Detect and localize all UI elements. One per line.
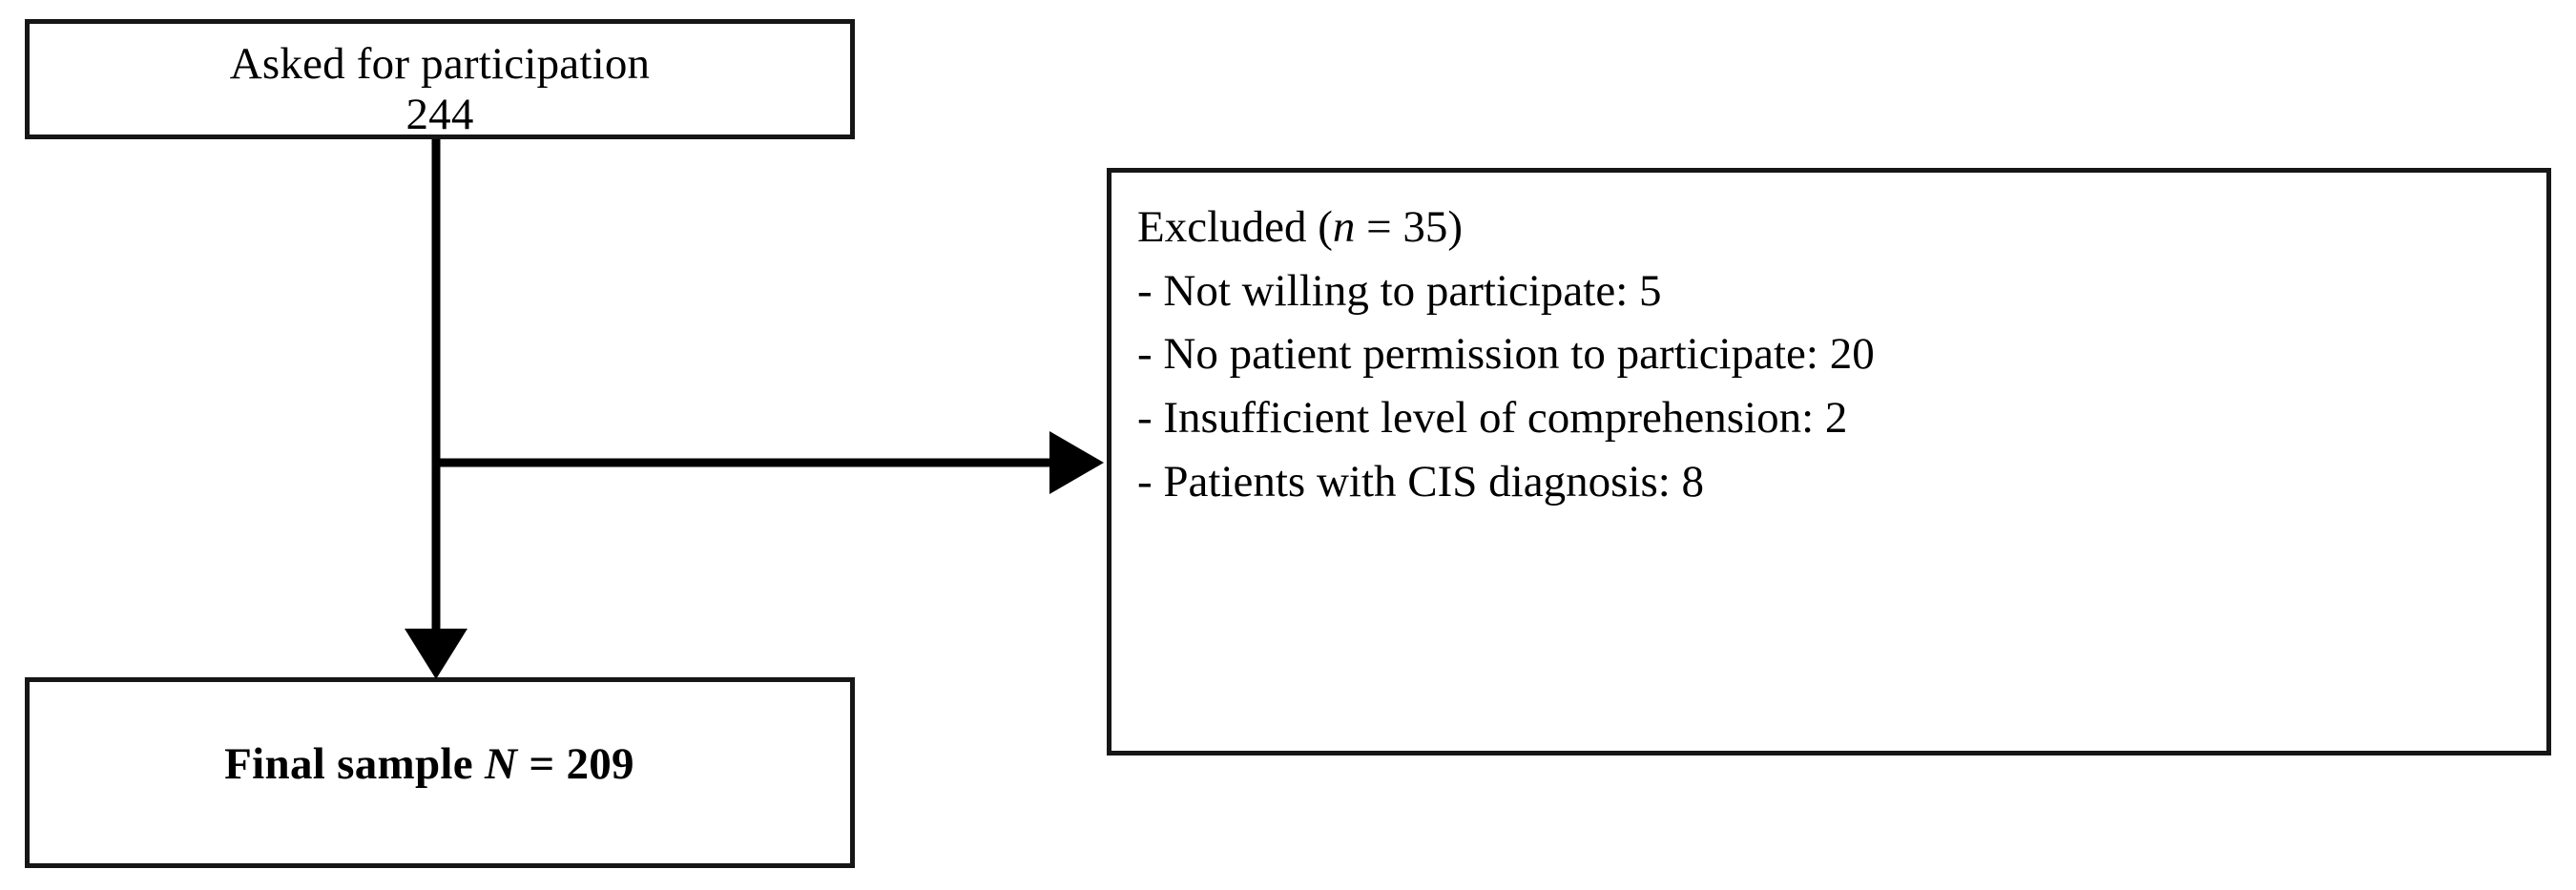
excluded-heading: Excluded (n = 35)	[1137, 196, 2535, 259]
node-final-sample: Final sample N = 209	[25, 677, 855, 868]
excluded-heading-symbol: n	[1332, 202, 1356, 252]
final-sample-symbol: N	[485, 739, 518, 789]
final-sample-suffix: = 209	[517, 739, 634, 789]
asked-box-text: Asked for participation 244	[30, 39, 850, 139]
asked-count: 244	[405, 89, 474, 139]
exclusion-reason-item: - Not willing to participate: 5	[1137, 265, 1662, 316]
node-asked-for-participation: Asked for participation 244	[25, 19, 855, 139]
arrow-asked-to-final-head	[405, 629, 467, 679]
exclusion-reason-item: - No patient permission to participate: …	[1137, 329, 1875, 380]
final-sample-prefix: Final sample	[224, 739, 486, 789]
node-excluded: Excluded (n = 35) - Not willing to parti…	[1107, 168, 2551, 755]
excluded-box-text: Excluded (n = 35) - Not willing to parti…	[1137, 196, 2535, 514]
excluded-heading-prefix: Excluded (	[1137, 202, 1333, 252]
final-sample-text: Final sample N = 209	[30, 739, 850, 790]
asked-label: Asked for participation	[229, 39, 651, 89]
excluded-heading-suffix: = 35)	[1355, 202, 1464, 252]
exclusion-reason-item: - Patients with CIS diagnosis: 8	[1137, 456, 1705, 507]
arrow-asked-to-excluded-head	[1049, 431, 1104, 494]
exclusion-reason-item: - Insufficient level of comprehension: 2	[1137, 393, 1848, 444]
